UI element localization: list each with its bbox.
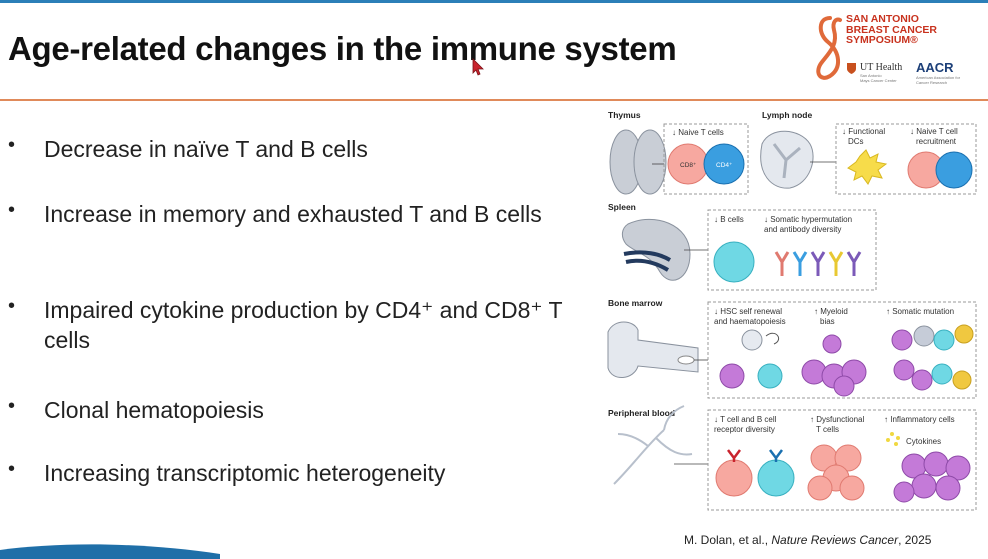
bullet-text: Decrease in naïve T and B cells	[44, 136, 368, 162]
citation-year: , 2025	[898, 533, 932, 547]
bullet-text: Impaired cytokine production by CD4⁺ and…	[44, 297, 563, 353]
naive-t-cell-blue	[935, 151, 973, 189]
spleen-label: Spleen	[608, 202, 636, 212]
myeloid-cells	[801, 334, 867, 397]
bullet-dot-icon: •	[8, 395, 16, 417]
bone-marrow-label: Bone marrow	[608, 298, 663, 308]
blood-vessel-icon	[613, 405, 693, 485]
bullet-dot-icon: •	[8, 458, 16, 480]
inflammatory-cells	[893, 451, 971, 503]
citation-authors: M. Dolan, et al.,	[684, 533, 772, 547]
peripheral-blood-change-a-1: ↓ T cell and B cell	[714, 415, 777, 424]
dysfunctional-t-cells	[807, 444, 865, 501]
lymph-node-change-a-2: DCs	[848, 137, 864, 146]
peripheral-blood-change-a-2: receptor diversity	[714, 425, 775, 434]
antibody-icons	[774, 251, 862, 276]
ut-health-sub: San Antonio	[860, 73, 882, 78]
top-accent-stripe	[0, 0, 988, 3]
somatic-mutation-cells	[891, 324, 974, 391]
lymph-node-label: Lymph node	[762, 110, 812, 120]
peripheral-blood-change-b-1: ↑ Dysfunctional	[810, 415, 864, 424]
bone-marrow-change-c: ↑ Somatic mutation	[886, 307, 954, 316]
thymus-box	[663, 123, 749, 195]
ut-shield-icon	[847, 63, 856, 74]
bone-organ-icon	[607, 321, 699, 378]
aacr-name: AACR	[916, 60, 954, 75]
bullet-text: Increasing transcriptomic heterogeneity	[44, 460, 446, 486]
sabcs-ribbon-logo-icon	[816, 16, 842, 80]
slide-title: Age-related changes in the immune system	[8, 30, 677, 67]
thymus-label: Thymus	[608, 110, 641, 120]
bone-marrow-box	[707, 301, 977, 399]
cytokines-label: Cytokines	[906, 437, 941, 446]
bone-marrow-change-a-2: and haematopoiesis	[714, 317, 786, 326]
receptor-b-cell-teal	[757, 449, 795, 497]
bullet-text: Increase in memory and exhausted T and B…	[44, 201, 542, 227]
title-underline-rule	[0, 99, 988, 101]
bottom-swoosh-decoration	[0, 544, 220, 559]
sabcs-logo-text: SAN ANTONIO BREAST CANCER SYMPOSIUM®	[846, 14, 937, 46]
pointer-cursor-icon	[472, 58, 484, 76]
cd4-cell	[703, 143, 745, 185]
dendritic-cell-icon	[847, 149, 888, 185]
spleen-organ-icon	[621, 219, 691, 281]
bullet-dot-icon: •	[8, 295, 16, 317]
lymph-node-change-b-1: ↓ Naive T cell	[910, 127, 958, 136]
cd8-label: CD8⁺	[680, 162, 697, 169]
aacr-sub: American Association for Cancer Research	[916, 75, 961, 85]
thymus-change-text: ↓ Naive T cells	[672, 128, 724, 137]
hsc-cells	[719, 329, 783, 389]
cytokine-dots-icon	[886, 432, 900, 446]
bullet-text: Clonal hematopoiesis	[44, 397, 264, 423]
bone-marrow-change-b-2: bias	[820, 317, 835, 326]
sabcs-line-2: BREAST CANCER	[846, 23, 938, 36]
sabcs-line-1: SAN ANTONIO	[846, 13, 919, 25]
thymus-organ-icon	[609, 129, 667, 195]
ut-health-sub2: Mays Cancer Center	[860, 78, 897, 83]
lymph-node-box	[835, 123, 977, 195]
peripheral-blood-change-b-2: T cells	[816, 425, 839, 434]
immune-aging-figure: Thymus ↓ Naive T cells CD8⁺ CD4⁺ Lymph n…	[604, 104, 980, 512]
citation: M. Dolan, et al., Nature Reviews Cancer,…	[684, 533, 931, 547]
figure-svg: Thymus ↓ Naive T cells CD8⁺ CD4⁺ Lymph n…	[607, 110, 977, 511]
ut-health-name: UT Health	[860, 62, 903, 73]
spleen-change-b-1: ↓ Somatic hypermutation	[764, 215, 852, 224]
peripheral-blood-label: Peripheral blood	[608, 408, 675, 418]
bullet-dot-icon: •	[8, 199, 16, 221]
spleen-change-a: ↓ B cells	[714, 215, 744, 224]
receptor-t-cell-pink	[715, 449, 753, 497]
citation-journal: Nature Reviews Cancer	[771, 533, 899, 547]
cd4-label: CD4⁺	[716, 162, 733, 169]
b-cell	[713, 241, 755, 283]
lymph-node-change-a-1: ↓ Functional	[842, 127, 885, 136]
bone-marrow-change-b-1: ↑ Myeloid	[814, 307, 848, 316]
bone-marrow-change-a-1: ↓ HSC self renewal	[714, 307, 782, 316]
ut-health-logo: UT Health San Antonio Mays Cancer Center	[846, 62, 902, 83]
peripheral-blood-change-c: ↑ Inflammatory cells	[884, 415, 955, 424]
lymph-node-organ-icon	[760, 130, 814, 189]
spleen-change-b-2: and antibody diversity	[764, 225, 841, 234]
lymph-node-change-b-2: recruitment	[916, 137, 957, 146]
bullet-dot-icon: •	[8, 134, 16, 156]
aacr-logo: AACR American Association for Cancer Res…	[916, 60, 966, 85]
spleen-box	[707, 209, 877, 291]
sabcs-line-3: SYMPOSIUM®	[846, 34, 918, 46]
peripheral-blood-box	[707, 409, 977, 511]
